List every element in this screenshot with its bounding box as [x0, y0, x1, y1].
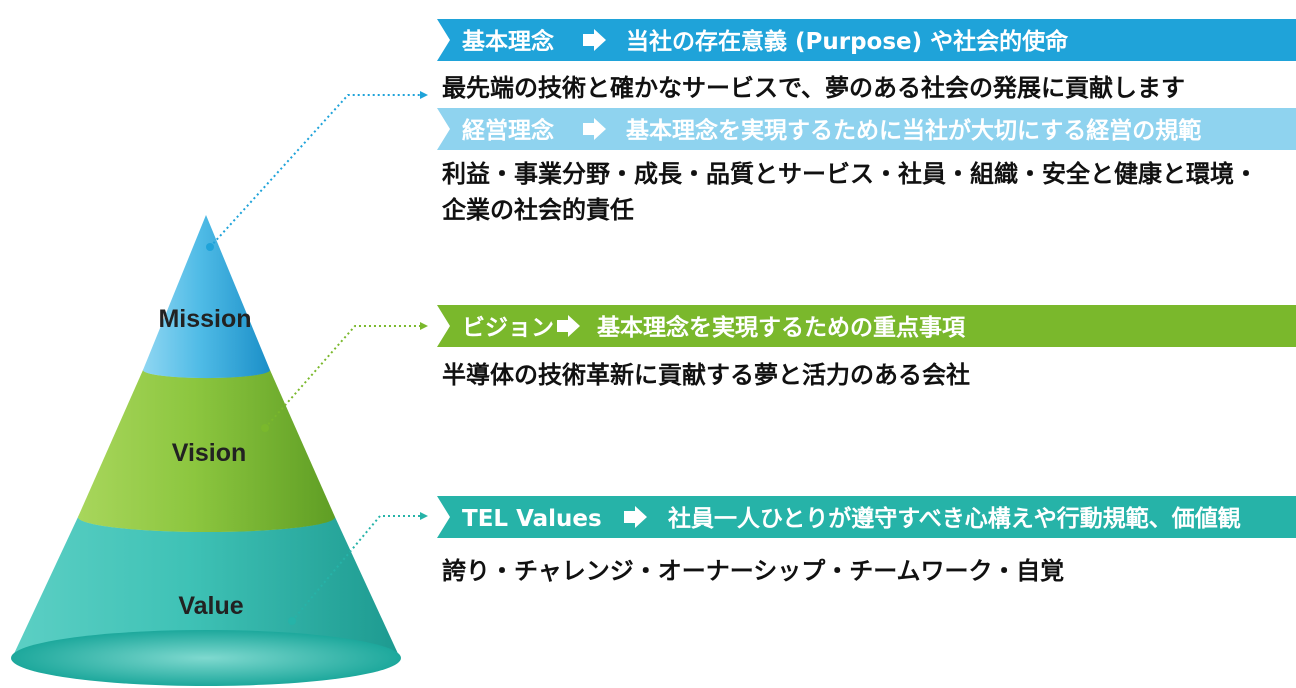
vision-label: Vision: [172, 439, 247, 467]
mission-band-2: [437, 108, 1296, 150]
vision-segment: [78, 370, 335, 533]
mission-band-1-desc: 当社の存在意義 (Purpose) や社会的使命: [626, 28, 1069, 55]
right-arrow-icon: [557, 315, 580, 337]
mission-band-2-body-line2: 企業の社会的責任: [442, 196, 634, 224]
vision-section: ビジョン 基本理念を実現するための重点事項 半導体の技術革新に貢献する夢と活力の…: [437, 305, 1296, 389]
right-arrow-icon: [624, 506, 647, 528]
values-band-desc: 社員一人ひとりが遵守すべき心構えや行動規範、価値観: [668, 505, 1241, 532]
vision-connector-arrowhead: [420, 322, 428, 330]
value-label: Value: [178, 592, 243, 620]
mission-band-2-title: 経営理念: [462, 117, 554, 144]
right-arrow-icon: [583, 29, 606, 51]
mission-connector: [209, 94, 420, 248]
values-band: [437, 496, 1296, 538]
mission-connector-arrowhead: [420, 91, 428, 99]
mission-segment: [143, 215, 270, 379]
mission-band-2-desc: 基本理念を実現するために当社が大切にする経営の規範: [626, 117, 1201, 144]
mission-band-1: [437, 19, 1296, 61]
connectors: [206, 91, 428, 625]
values-section: TEL Values 社員一人ひとりが遵守すべき心構えや行動規範、価値観 誇り・…: [437, 496, 1296, 585]
vision-band-desc: 基本理念を実現するための重点事項: [597, 314, 966, 341]
value-connector-arrowhead: [420, 512, 428, 520]
vision-body: 半導体の技術革新に貢献する夢と活力のある会社: [442, 361, 970, 389]
cone: Mission Vision Value: [11, 215, 401, 686]
right-arrow-icon: [583, 118, 606, 140]
mission-band-1-body: 最先端の技術と確かなサービスで、夢のある社会の発展に貢献します: [442, 74, 1185, 102]
values-band-title: TEL Values: [462, 506, 602, 532]
vision-band: [437, 305, 1296, 347]
mission-label: Mission: [158, 305, 251, 333]
mission-band-2-body-line1: 利益・事業分野・成長・品質とサービス・社員・組織・安全と健康と環境・: [442, 160, 1258, 188]
vision-band-title: ビジョン: [462, 315, 554, 341]
mission-band-1-title: 基本理念: [462, 28, 554, 55]
vision-connector: [264, 325, 420, 429]
values-body: 誇り・チャレンジ・オーナーシップ・チームワーク・自覚: [442, 557, 1064, 585]
mission-section: 基本理念 当社の存在意義 (Purpose) や社会的使命 最先端の技術と確かな…: [437, 19, 1296, 224]
value-base-ellipse: [11, 630, 401, 686]
value-connector: [291, 515, 420, 622]
